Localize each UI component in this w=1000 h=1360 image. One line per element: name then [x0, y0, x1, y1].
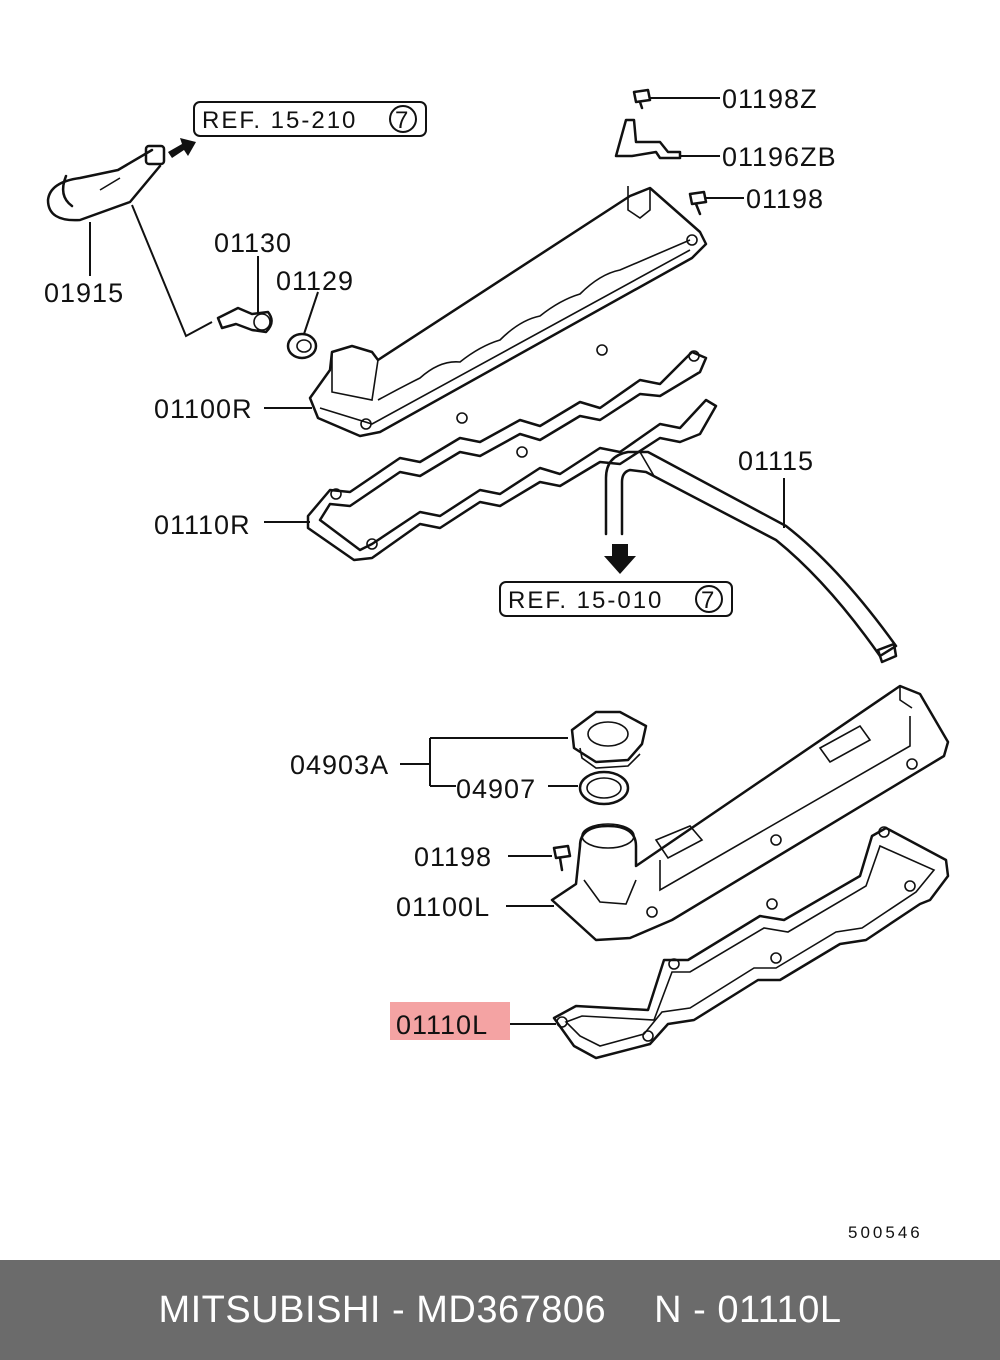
bracket-01196zb	[614, 118, 682, 160]
svg-text:REF. 15-210: REF. 15-210	[202, 107, 357, 134]
label-01130: 01130	[214, 228, 292, 258]
footer-ref-separator: -	[693, 1288, 707, 1331]
figure-code: 500546	[848, 1223, 923, 1242]
gasket-04907	[578, 770, 630, 806]
breather-hose-01915	[46, 144, 166, 222]
highlight-01110l	[390, 1002, 510, 1040]
label-04907: 04907	[456, 774, 536, 804]
parts-diagram: REF. 15-210 7 01915 01130 01129 01100R 0…	[44, 84, 950, 1242]
gasket-left	[552, 826, 950, 1060]
footer-separator: -	[392, 1288, 406, 1331]
gasket-right	[306, 344, 718, 562]
label-01100r: 01100R	[154, 394, 253, 424]
rocker-cover-right	[308, 186, 708, 438]
ref-box-15-210[interactable]: REF. 15-210 7	[193, 101, 427, 137]
svg-text:7: 7	[701, 587, 716, 614]
label-01198z: 01198Z	[722, 84, 818, 114]
bolt-01198z	[632, 88, 652, 110]
rocker-cover-left	[550, 684, 950, 942]
svg-text:REF. 15-010: REF. 15-010	[508, 587, 663, 614]
bolt-01198-top	[688, 190, 708, 216]
footer-part-number: MD367806	[416, 1288, 607, 1331]
oil-filler-cap-04903a	[570, 710, 648, 769]
grommet-01129	[286, 332, 318, 360]
label-01115: 01115	[738, 446, 814, 476]
bolt-01198-bottom	[552, 844, 572, 872]
footer-ref-code: 01110L	[717, 1288, 842, 1331]
footer-ref-prefix: N	[654, 1288, 683, 1331]
pcv-valve-01130	[216, 306, 273, 334]
label-04903a: 04903A	[290, 750, 389, 780]
footer-brand: MITSUBISHI	[158, 1288, 381, 1331]
ref-box-15-010[interactable]: REF. 15-010 7	[499, 581, 733, 617]
label-01198-bottom: 01198	[414, 842, 492, 872]
svg-text:7: 7	[395, 107, 410, 134]
label-01129: 01129	[276, 266, 354, 296]
label-01915: 01915	[44, 278, 124, 308]
label-01198-top: 01198	[746, 184, 824, 214]
footer-bar: MITSUBISHI - MD367806 N - 01110L	[0, 1260, 1000, 1360]
ref-arrow-2	[604, 544, 636, 574]
label-01110l[interactable]: 01110L	[396, 1010, 488, 1040]
label-01196zb: 01196ZB	[722, 142, 837, 172]
hose-01115	[604, 450, 898, 664]
ref-arrow-1	[168, 138, 196, 158]
label-01110r: 01110R	[154, 510, 251, 540]
label-01100l: 01100L	[396, 892, 490, 922]
